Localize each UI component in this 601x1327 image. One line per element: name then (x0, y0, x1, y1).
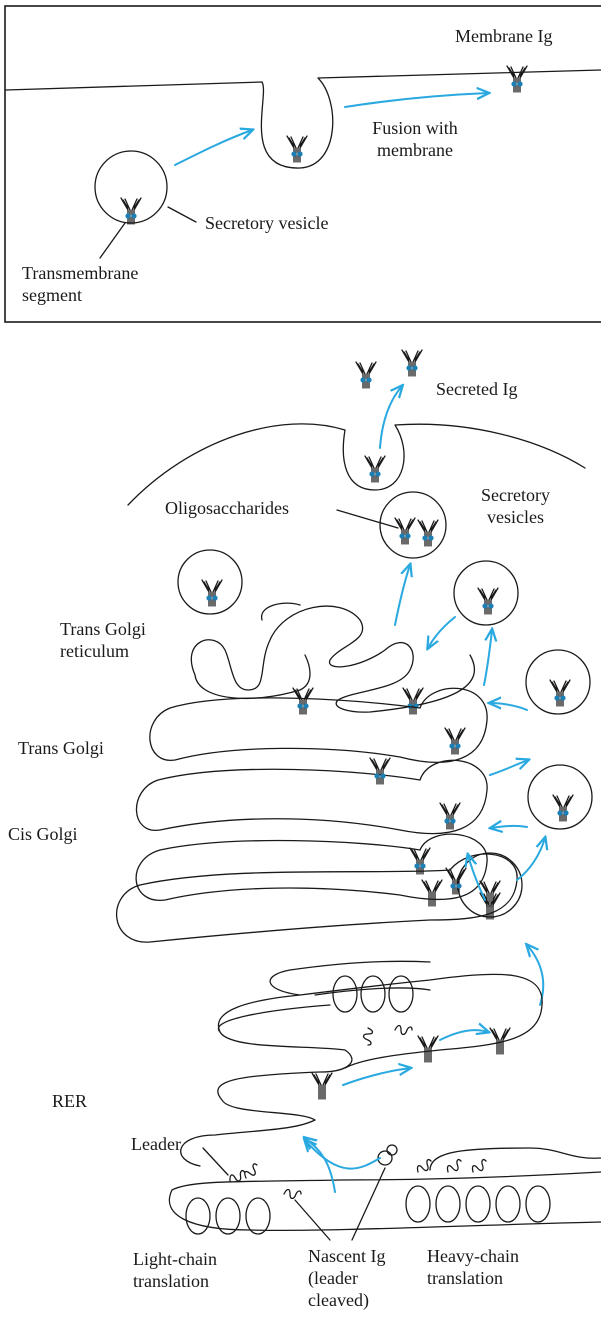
nascent-ig-coil (378, 1145, 397, 1165)
arrow-1 (395, 565, 410, 625)
trans-golgi-cisterna-2 (136, 760, 487, 833)
cisterna-3-ig-b (410, 848, 430, 874)
trans-golgi-cisterna-3 (136, 834, 487, 900)
label-oligosaccharides: Oligosaccharides (165, 497, 289, 519)
pointer-leader (203, 1148, 228, 1175)
label-nascent-ig: Nascent Ig (leader cleaved) (308, 1245, 398, 1311)
arrow-6 (491, 826, 527, 828)
label-heavy-chain-translation: Heavy-chain translation (427, 1245, 537, 1289)
rer-ig-b (418, 1036, 438, 1062)
label-cis-golgi: Cis Golgi (8, 823, 78, 845)
label-secreted-ig: Secreted Ig (436, 378, 517, 400)
secreted-ig-2 (402, 350, 422, 376)
ribosome-cluster-light (186, 1162, 301, 1234)
vesicle-left-ig (202, 580, 222, 606)
vesicle-right-1 (454, 561, 518, 625)
arrow-2 (428, 617, 455, 648)
arrow-rer-2 (305, 1140, 380, 1169)
cisterna-1-ig (445, 728, 465, 754)
label-trans-golgi: Trans Golgi (18, 737, 104, 759)
label-light-chain-translation: Light-chain translation (133, 1248, 243, 1292)
pointer-transmembrane (100, 223, 125, 258)
vesicle-right-2 (526, 650, 590, 714)
label-secretory-vesicle: Secretory vesicle (205, 212, 328, 234)
arrow-9 (527, 945, 543, 1005)
arrow-rer-4 (440, 1030, 488, 1040)
label-secretory-vesicles: Secretory vesicles (468, 484, 563, 528)
trans-golgi-cisterna-1 (150, 688, 487, 762)
vesicle-transport (458, 853, 522, 917)
vesicle-left (178, 550, 242, 614)
arrow-to-membrane (175, 130, 252, 165)
ribosome-cluster-heavy (406, 1158, 550, 1222)
cisterna-2-ig-a (440, 803, 460, 829)
vesicle-ig-a (395, 518, 415, 544)
rer-ig-a (312, 1073, 332, 1099)
vesicle-right-1-ig (478, 588, 498, 614)
arrow-8 (468, 855, 485, 900)
ig-molecule-fusing (287, 136, 307, 162)
secreting-ig-molecule (365, 456, 385, 482)
vesicle-right-3-ig (553, 795, 573, 821)
label-transmembrane-segment: Transmembrane segment (22, 262, 162, 306)
pointer-nascent-1 (295, 1200, 330, 1240)
arrow-secretion (380, 386, 402, 448)
arrow-4 (490, 703, 527, 710)
arrow-rer-3 (343, 1068, 410, 1085)
label-fusion-with-membrane: Fusion with membrane (360, 117, 470, 161)
arrow-3 (484, 630, 492, 685)
label-membrane-ig: Membrane Ig (455, 25, 552, 47)
arrow-5 (490, 760, 528, 775)
vesicle-ig-b (418, 520, 438, 546)
cisterna-2-ig-b (370, 758, 390, 784)
rough-endoplasmic-reticulum (169, 961, 601, 1230)
secreted-ig-1 (356, 362, 376, 388)
reticulum-ig-2 (403, 688, 423, 714)
reticulum-ig-1 (293, 688, 313, 714)
membrane-ig-molecule (507, 66, 527, 92)
vesicle-right-2-ig (550, 680, 570, 706)
arrow-7 (517, 838, 545, 880)
label-trans-golgi-reticulum: Trans Golgi reticulum (60, 618, 180, 662)
label-rer: RER (52, 1090, 87, 1112)
ig-molecule-vesicle (121, 198, 141, 224)
cisterna-3-ig-a (446, 868, 466, 894)
secretory-vesicle (95, 151, 167, 223)
pointer-secretory-vesicle (168, 207, 196, 222)
pointer-oligosaccharides (337, 510, 398, 528)
trans-golgi-reticulum (191, 603, 474, 712)
cis-golgi-ig-b (422, 880, 442, 906)
label-leader: Leader (131, 1133, 181, 1155)
arrow-fusion (345, 93, 488, 107)
